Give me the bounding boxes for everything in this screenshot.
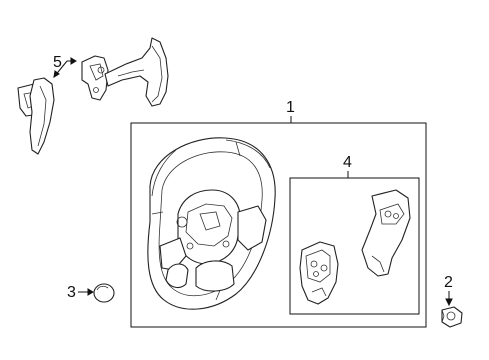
callout-5-arrowhead-right bbox=[70, 57, 77, 65]
callout-5-label: 5 bbox=[53, 54, 62, 71]
cap-plug bbox=[93, 283, 115, 303]
switch-lower-left bbox=[299, 241, 339, 305]
callout-3-label: 3 bbox=[67, 284, 76, 301]
callout-2-arrowhead bbox=[445, 298, 453, 307]
callout-5-arrowhead-left bbox=[53, 70, 60, 78]
nut bbox=[441, 306, 463, 328]
callout-4-label: 4 bbox=[343, 154, 352, 171]
paddle-shifter-left bbox=[17, 77, 55, 155]
callout-3-arrowhead bbox=[87, 288, 94, 296]
callout-1-label: 1 bbox=[286, 99, 295, 116]
steering-wheel bbox=[147, 137, 276, 310]
callout-1-box bbox=[130, 122, 427, 328]
switch-upper-right bbox=[361, 189, 411, 277]
callout-2-label: 2 bbox=[444, 274, 453, 291]
paddle-shifter-right bbox=[81, 37, 169, 107]
callout-4-box bbox=[289, 177, 420, 315]
